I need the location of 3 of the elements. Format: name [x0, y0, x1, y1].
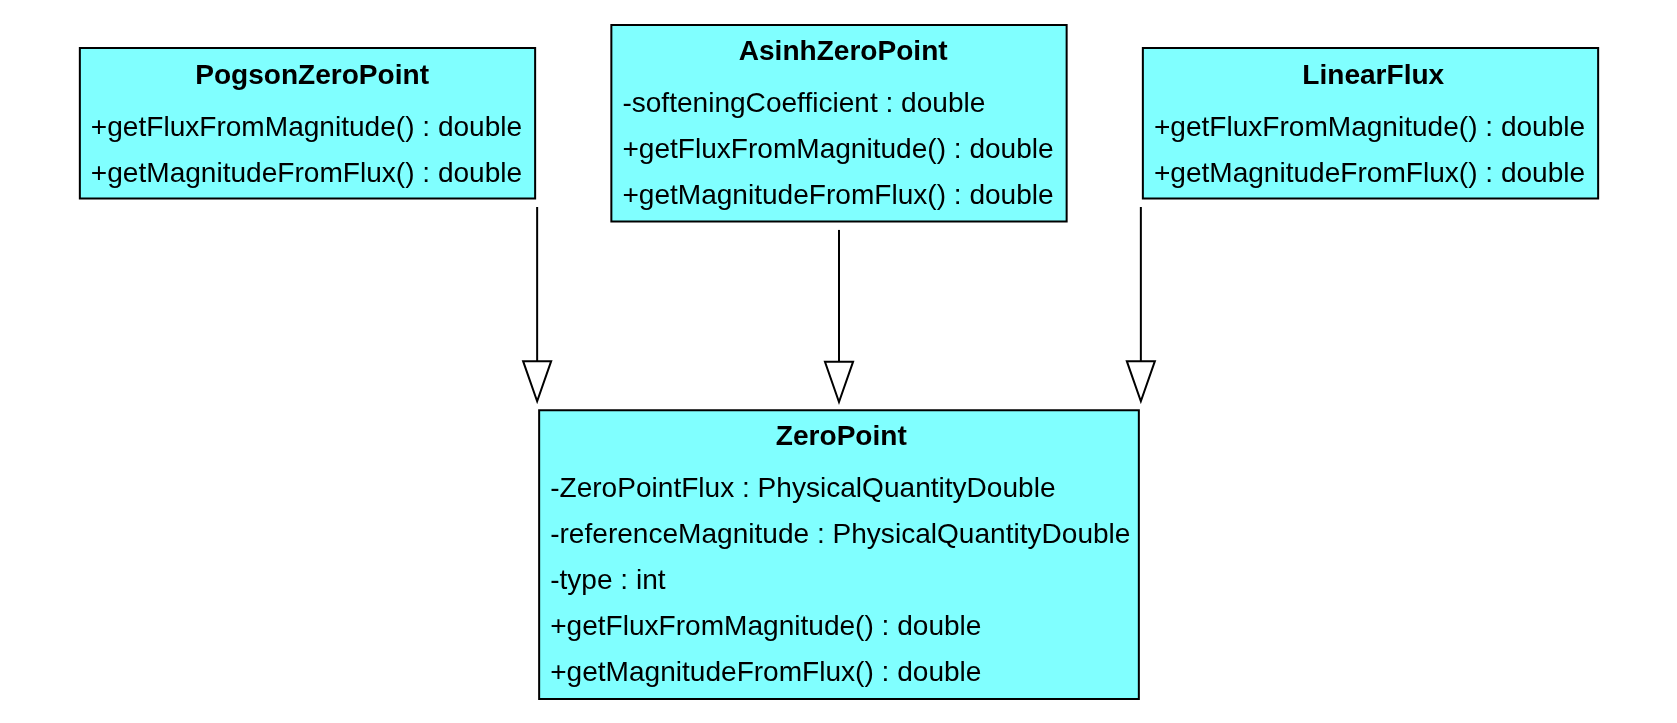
arrow: [823, 229, 854, 405]
arrow: [521, 206, 553, 404]
arrow: [1124, 206, 1156, 404]
